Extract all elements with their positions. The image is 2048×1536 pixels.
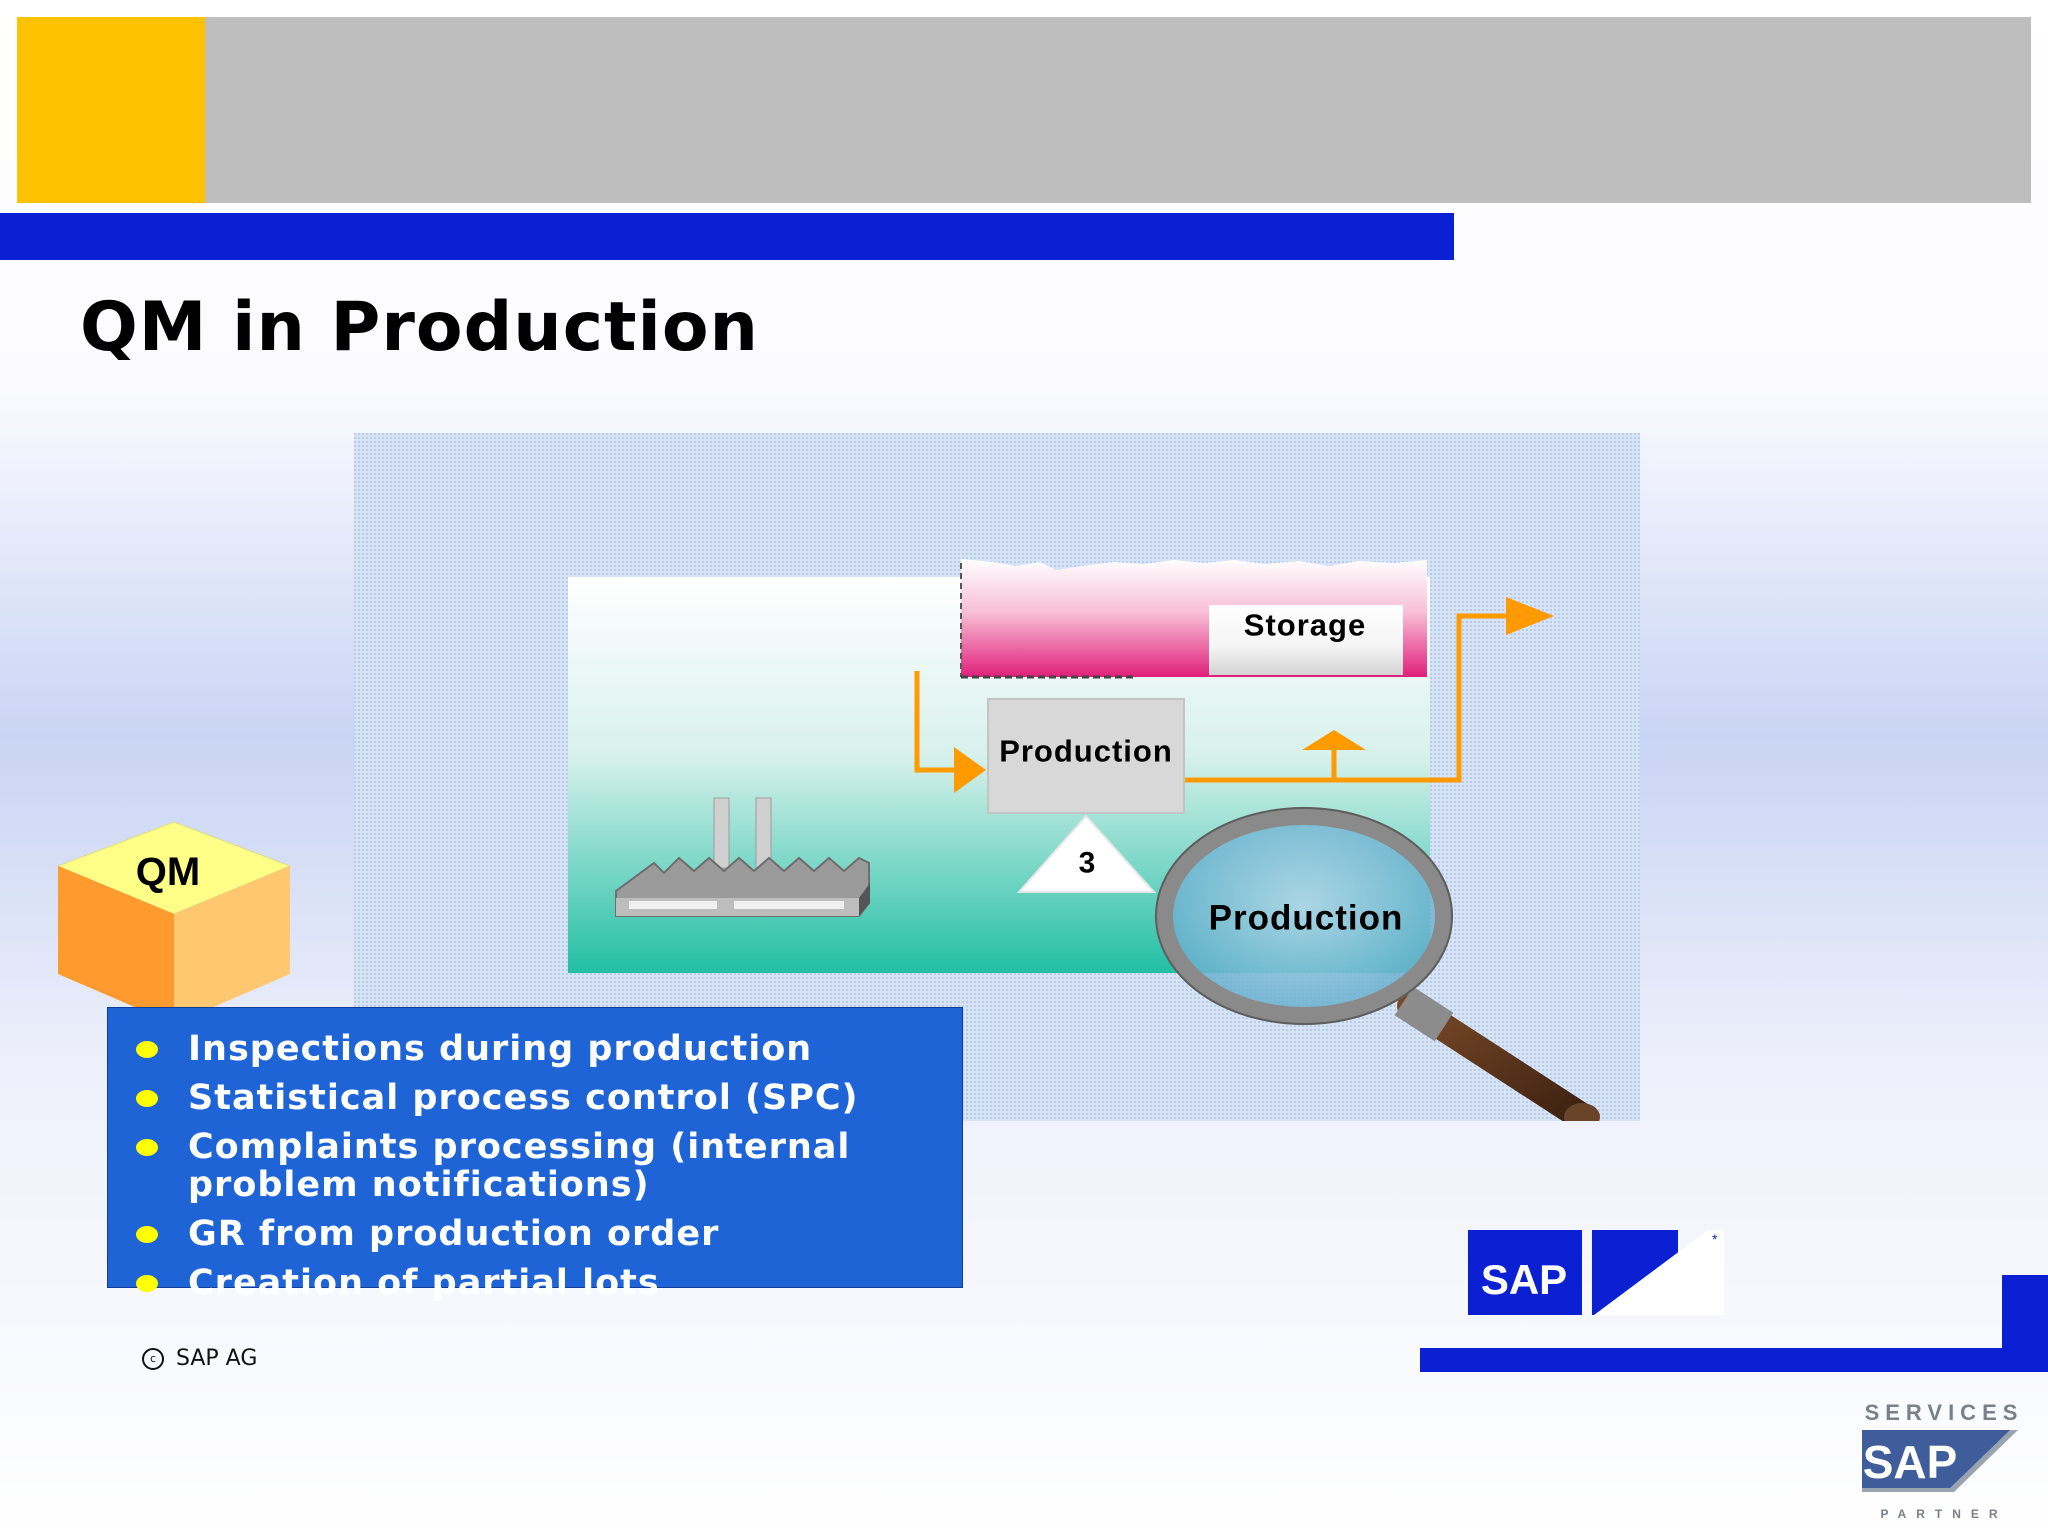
list-item-text: GR from production order [188, 1214, 720, 1254]
page-title: QM in Production [80, 288, 759, 367]
list-item-text: problem notifications) [188, 1165, 650, 1205]
arrow-up-icon [1302, 730, 1366, 750]
storage-label-box [1209, 605, 1403, 675]
magnifier-icon [1155, 807, 1600, 1121]
copyright-icon: c [142, 1348, 164, 1370]
production-diagram: Storage Production 3 Production [354, 433, 1640, 1121]
footer-blue-corner [2002, 1275, 2048, 1348]
sap-services-partner-logo: SERVICES SAP PARTNER [1862, 1400, 2024, 1521]
bullet-dot [136, 1041, 158, 1058]
list-item-text: Inspections during production [188, 1029, 813, 1069]
header-blue-band [0, 213, 1454, 260]
list-item-continuation: problem notifications) [188, 1166, 948, 1204]
production-box [987, 698, 1185, 814]
header-yellow-block [17, 17, 205, 203]
list-item: Creation of partial lots [136, 1264, 948, 1302]
header-gray-band [205, 17, 2031, 203]
services-top-text: SERVICES [1865, 1400, 2024, 1425]
copyright-text: SAP AG [176, 1346, 258, 1371]
bullet-dot [136, 1275, 158, 1292]
magnifier-label: Production [1209, 899, 1404, 938]
list-item-text: Complaints processing (internal [188, 1127, 851, 1167]
arrow-into-production-icon [954, 747, 986, 793]
arrow-to-storage-exit-icon [1506, 597, 1554, 635]
factory-icon [615, 797, 870, 917]
services-logo-text: SAP [1863, 1436, 1958, 1488]
svg-text:*: * [1712, 1231, 1718, 1247]
feature-list-box: Inspections during production Statistica… [107, 1007, 963, 1302]
triangle-number: 3 [1079, 847, 1096, 880]
qm-cube-label: QM [136, 850, 200, 894]
footer-blue-band [1420, 1348, 2048, 1372]
sap-logo-text: SAP [1481, 1256, 1567, 1303]
list-item: Inspections during production [136, 1029, 948, 1069]
storage-label: Storage [1244, 608, 1366, 643]
sap-logo: SAP * [1468, 1230, 1724, 1315]
list-item-text: Statistical process control (SPC) [188, 1078, 859, 1118]
copyright-notice: c SAP AG [142, 1346, 257, 1371]
list-item: Statistical process control (SPC) [136, 1078, 948, 1118]
bullet-dot [136, 1139, 158, 1156]
list-item-text: Creation of partial lots [188, 1263, 660, 1303]
list-item: GR from production order [136, 1214, 948, 1254]
bullet-dot [136, 1226, 158, 1243]
production-box-label: Production [999, 734, 1173, 769]
list-item: Complaints processing (internal [136, 1127, 948, 1167]
services-bottom-text: PARTNER [1880, 1507, 2007, 1521]
triangle-3 [1016, 814, 1157, 893]
qm-cube: QM [58, 822, 290, 1024]
bullet-dot [136, 1090, 158, 1107]
